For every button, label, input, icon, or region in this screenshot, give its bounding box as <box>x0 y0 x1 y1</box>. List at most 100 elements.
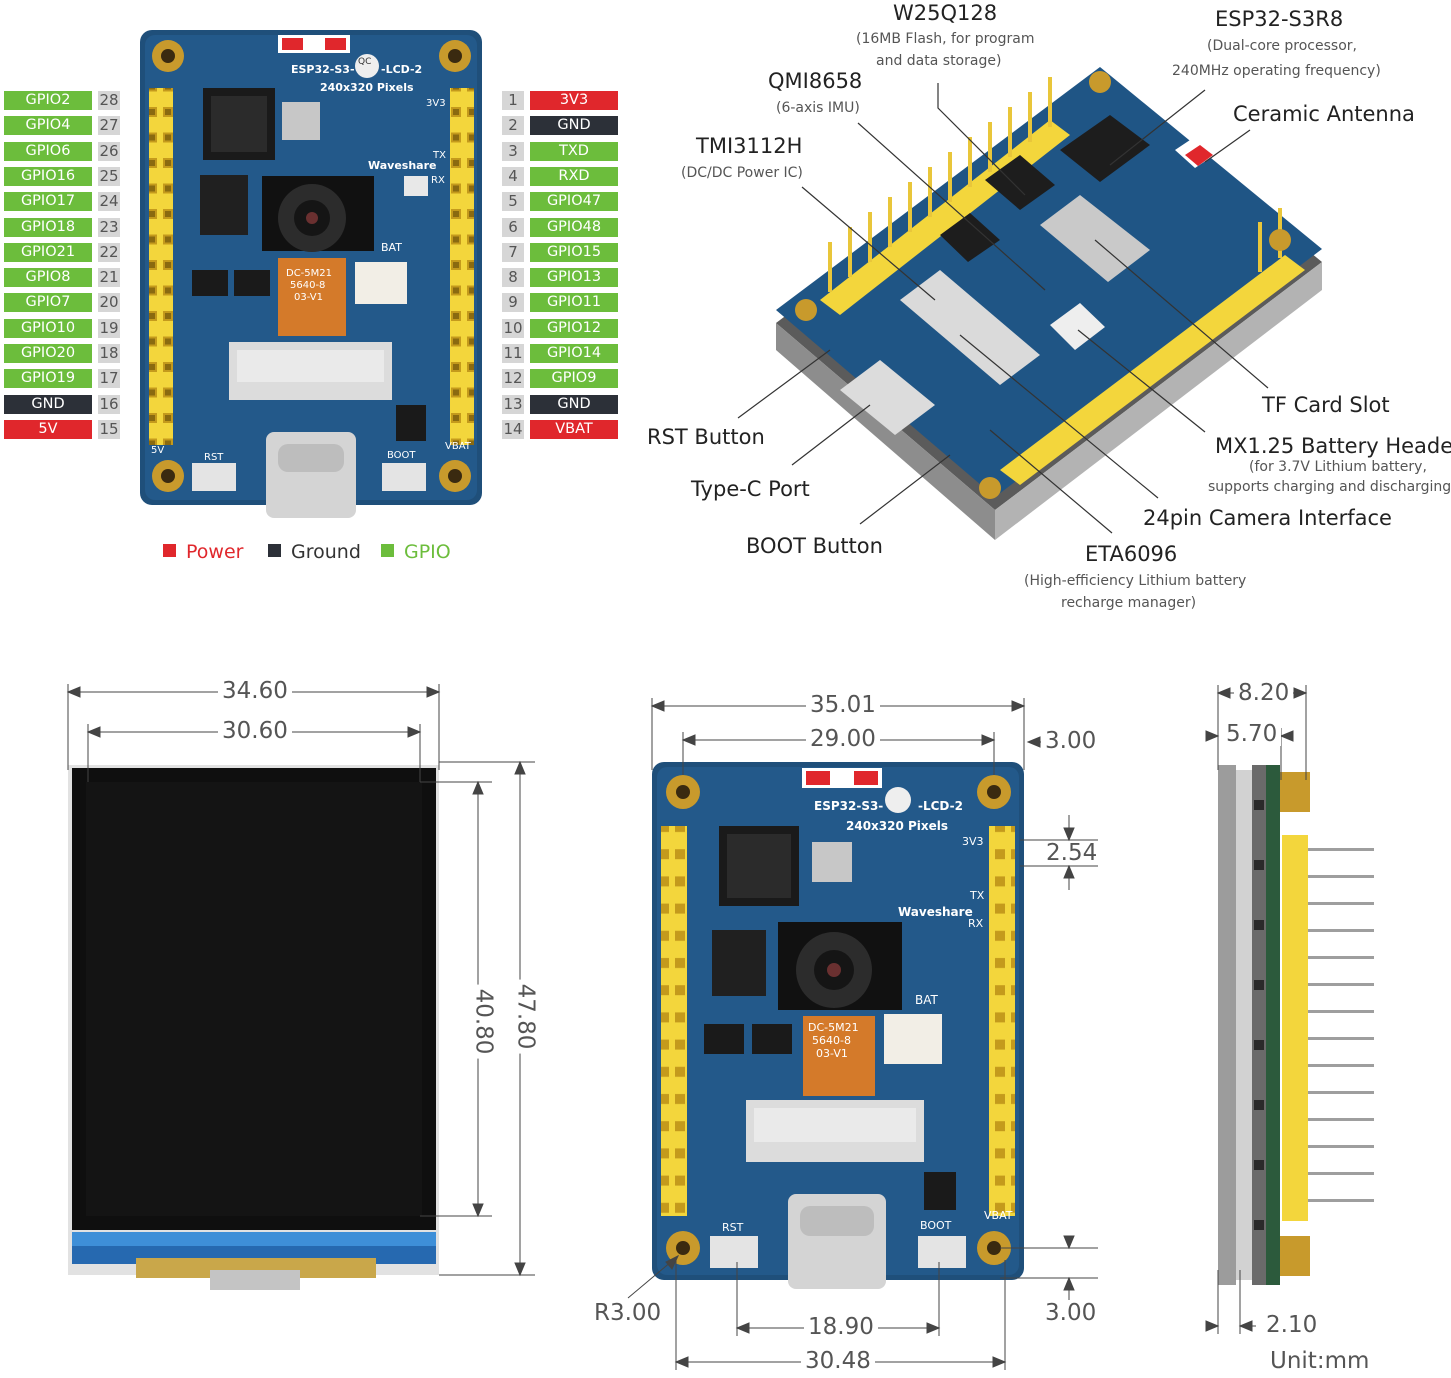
silk-pixels: 240x320 Pixels <box>320 81 414 94</box>
right-pin-number: 9 <box>502 293 524 313</box>
front-view <box>68 765 439 1290</box>
left-pin-number: 27 <box>98 116 120 136</box>
dim-pitch: 2.54 <box>1042 842 1102 865</box>
right-pin-number: 8 <box>502 268 524 288</box>
legend-ground: Ground <box>268 540 361 564</box>
right-pin-number: 7 <box>502 242 524 262</box>
silk-vbat: VBAT <box>445 441 471 452</box>
back-silk-boot: BOOT <box>920 1219 952 1232</box>
silk-board-name: ESP32-S3- <box>291 63 355 76</box>
right-pin-number: 6 <box>502 217 524 237</box>
back-silk-cam-2: 5640-8 <box>812 1034 851 1047</box>
silk-3v3: 3V3 <box>426 98 446 109</box>
legend-gpio: GPIO <box>381 540 451 564</box>
side-view <box>1218 765 1374 1285</box>
right-pin-label: GPIO15 <box>530 242 618 262</box>
left-pin-label: GPIO21 <box>4 242 92 262</box>
callout-leader-lines <box>737 83 1269 534</box>
callout-esp32-sub1: (Dual-core processor, <box>1207 38 1357 54</box>
dim-front-height: 47.80 <box>512 979 538 1054</box>
right-pin-label: GND <box>530 116 618 136</box>
callout-qmi-title: QMI8658 <box>768 69 863 93</box>
callout-battery-title: MX1.25 Battery Header <box>1215 434 1451 458</box>
silk-boot: BOOT <box>387 450 416 461</box>
left-pin-number: 17 <box>98 369 120 389</box>
left-pin-number: 21 <box>98 268 120 288</box>
pinout-board <box>140 30 482 518</box>
left-pin-label: GPIO20 <box>4 344 92 363</box>
left-pin-label: GPIO4 <box>4 116 92 136</box>
callout-tmi-title: TMI3112H <box>696 134 803 158</box>
legend-ground-label: Ground <box>291 541 361 563</box>
dim-bottom-edge: 3.00 <box>1041 1302 1101 1325</box>
silk-qc: QC <box>358 57 372 67</box>
left-pin-label: GPIO17 <box>4 192 92 212</box>
silk-5v: 5V <box>151 445 165 456</box>
silk-rst: RST <box>204 452 224 463</box>
callout-qmi-sub1: (6-axis IMU) <box>776 100 860 116</box>
right-pin-number: 11 <box>502 344 524 363</box>
back-silk-rx: RX <box>968 917 984 930</box>
right-pin-number: 14 <box>502 419 524 439</box>
dim-front-inner: 30.60 <box>218 720 292 743</box>
left-pin-number: 19 <box>98 318 120 338</box>
left-pin-label: GPIO6 <box>4 141 92 161</box>
back-view <box>652 762 1024 1289</box>
callout-w25q128-sub2: and data storage) <box>876 53 1002 69</box>
callout-tf-title: TF Card Slot <box>1262 393 1390 417</box>
callout-esp32-sub2: 240MHz operating frequency) <box>1172 63 1381 79</box>
legend-power: Power <box>163 540 243 564</box>
left-pin-label: GPIO7 <box>4 293 92 313</box>
legend-gpio-swatch <box>381 544 394 557</box>
left-pin-number: 18 <box>98 344 120 363</box>
back-silk-bat: BAT <box>915 993 938 1007</box>
right-pin-label: GPIO11 <box>530 293 618 313</box>
right-pin-label: RXD <box>530 166 618 186</box>
dim-back-edge: 3.00 <box>1041 730 1101 753</box>
right-pin-number: 13 <box>502 394 524 414</box>
dim-button-span: 18.90 <box>804 1316 878 1339</box>
left-pin-label: GPIO10 <box>4 318 92 338</box>
callout-typec-title: Type-C Port <box>691 477 810 501</box>
right-pin-label: 3V3 <box>530 91 618 110</box>
callout-esp32-title: ESP32-S3R8 <box>1215 7 1344 31</box>
callout-tmi-sub1: (DC/DC Power IC) <box>681 165 803 181</box>
silk-brand: Waveshare <box>368 159 437 172</box>
right-pin-label: GPIO47 <box>530 192 618 212</box>
left-pin-number: 28 <box>98 91 120 110</box>
callout-battery-sub1: (for 3.7V Lithium battery, <box>1249 459 1427 475</box>
right-pin-label: VBAT <box>530 419 618 439</box>
left-pin-label: GPIO19 <box>4 369 92 389</box>
right-pin-label: GPIO48 <box>530 217 618 237</box>
right-pin-number: 10 <box>502 318 524 338</box>
silk-cam-2: 5640-8 <box>290 280 326 291</box>
dim-radius: R3.00 <box>590 1302 666 1325</box>
legend-power-swatch <box>163 544 176 557</box>
left-pin-label: 5V <box>4 419 92 439</box>
left-pin-number: 16 <box>98 394 120 414</box>
right-pin-label: GPIO13 <box>530 268 618 288</box>
right-pin-number: 3 <box>502 141 524 161</box>
left-pin-number: 23 <box>98 217 120 237</box>
dim-side-part: 5.70 <box>1222 723 1282 746</box>
back-silk-rst: RST <box>722 1221 744 1234</box>
left-pin-number: 24 <box>98 192 120 212</box>
right-pin-number: 2 <box>502 116 524 136</box>
silk-cam-1: DC-5M21 <box>286 268 333 279</box>
callout-camera-title: 24pin Camera Interface <box>1143 506 1392 530</box>
dim-side-total: 8.20 <box>1234 682 1294 705</box>
callout-rst-title: RST Button <box>647 425 765 449</box>
callout-eta-sub2: recharge manager) <box>1061 595 1197 611</box>
right-pin-number: 4 <box>502 166 524 186</box>
silk-lcd: -LCD-2 <box>381 63 423 76</box>
left-pin-number: 20 <box>98 293 120 313</box>
dim-back-width: 35.01 <box>806 694 880 717</box>
callout-w25q128-title: W25Q128 <box>893 1 998 25</box>
callout-eta-sub1: (High-efficiency Lithium battery <box>1024 573 1247 589</box>
silk-rx: RX <box>431 175 445 186</box>
dim-unit: Unit:mm <box>1266 1350 1374 1373</box>
back-silk-tx: TX <box>970 889 985 902</box>
back-silk-cam-1: DC-5M21 <box>808 1021 859 1034</box>
back-silk-board-name: ESP32-S3- <box>814 799 884 813</box>
